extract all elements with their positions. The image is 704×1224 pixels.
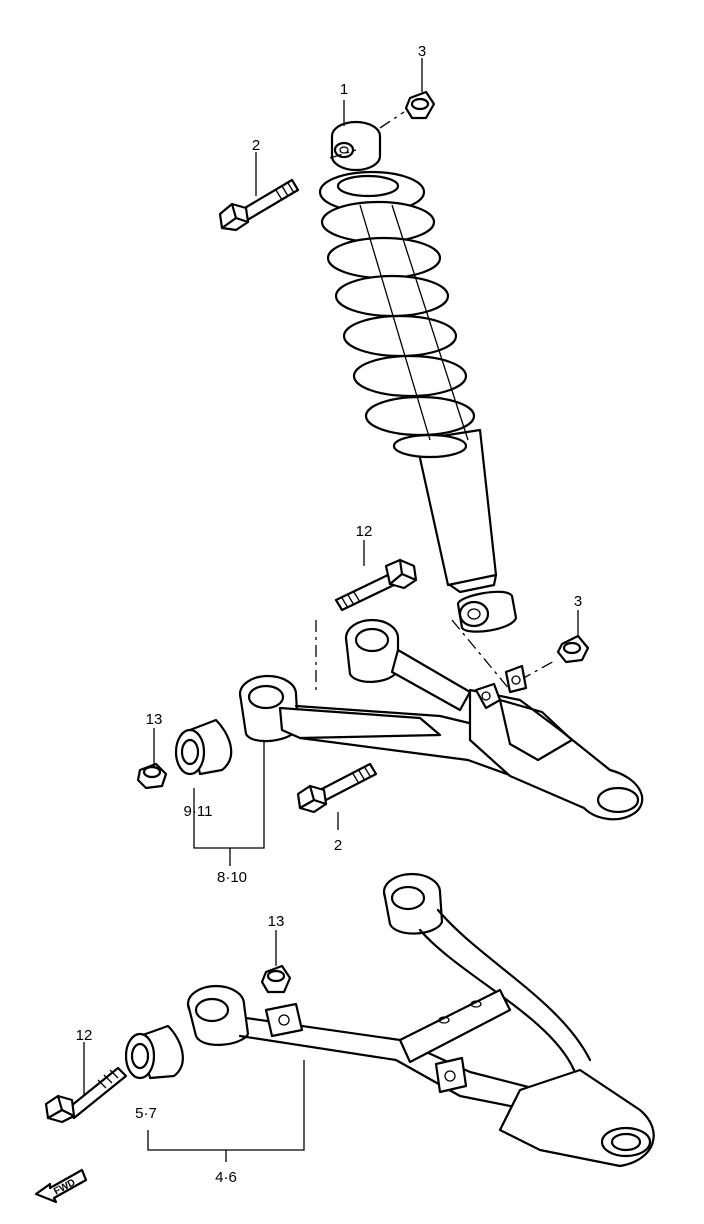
upper-arm[interactable] bbox=[238, 618, 644, 821]
callout-bushing-upper: 9·11 bbox=[184, 803, 213, 820]
right-nut[interactable] bbox=[556, 634, 590, 664]
callout-bolt-upper: 2 bbox=[252, 137, 260, 154]
upper-left-nut[interactable] bbox=[136, 762, 168, 790]
fwd-arrow-icon: FWD bbox=[34, 1168, 88, 1204]
coil-spring[interactable] bbox=[318, 170, 476, 459]
callout-bushing-group-upper: 8·10 bbox=[217, 869, 247, 886]
callout-nut-upper: 3 bbox=[418, 43, 426, 60]
lower-bushing[interactable] bbox=[124, 1024, 184, 1080]
callout-nut-right: 3 bbox=[574, 593, 582, 610]
callout-bolt-middle: 12 bbox=[356, 523, 373, 540]
callout-bushing-lower: 5·7 bbox=[135, 1105, 157, 1122]
callout-nut-lower: 13 bbox=[268, 913, 285, 930]
upper-arm-bolt[interactable] bbox=[296, 762, 378, 814]
callout-bolt-lower-left: 12 bbox=[76, 1027, 93, 1044]
callout-nut-left-upper: 13 bbox=[146, 711, 163, 728]
callout-shock-top: 1 bbox=[340, 81, 348, 98]
lower-arm[interactable] bbox=[186, 872, 655, 1168]
upper-bushing[interactable] bbox=[174, 718, 233, 776]
fwd-label: FWD bbox=[52, 1177, 77, 1197]
shock-absorber[interactable] bbox=[330, 120, 518, 633]
upper-bolt[interactable] bbox=[218, 178, 300, 232]
lower-left-bolt[interactable] bbox=[44, 1066, 128, 1124]
upper-nut[interactable] bbox=[404, 90, 436, 120]
middle-bolt[interactable] bbox=[334, 558, 418, 612]
callout-bushing-group-lower: 4·6 bbox=[215, 1169, 237, 1186]
lower-nut[interactable] bbox=[260, 964, 292, 994]
callout-bolt-lower-arm: 2 bbox=[334, 837, 342, 854]
